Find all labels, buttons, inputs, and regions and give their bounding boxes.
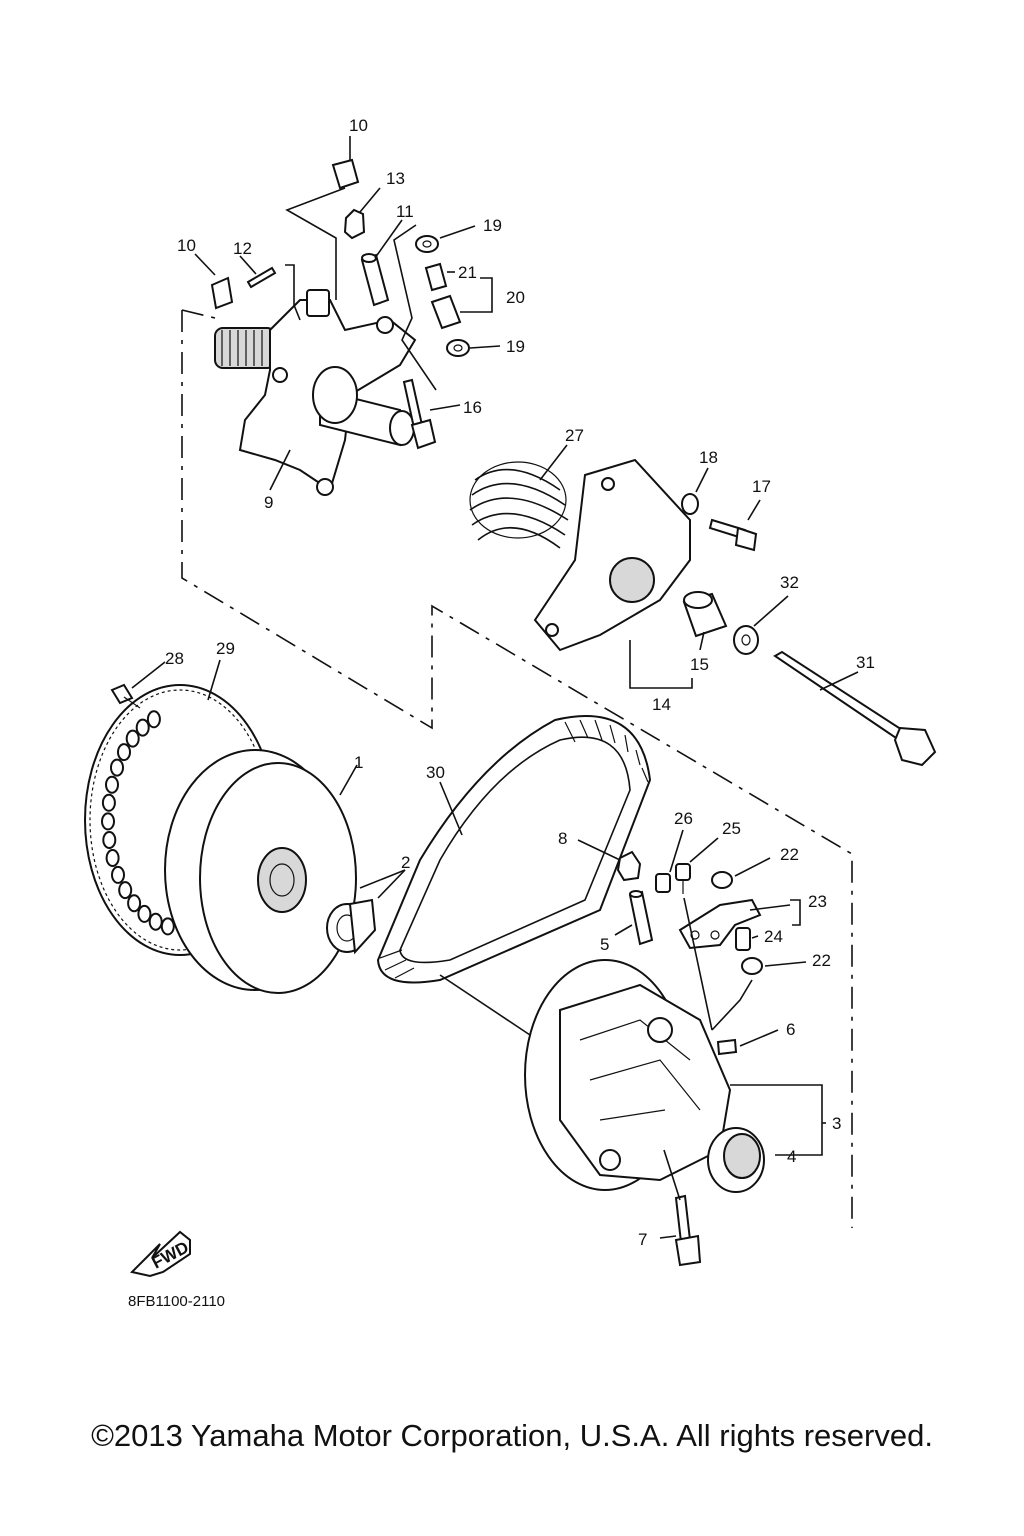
part-9-spider-hub	[214, 289, 417, 496]
callout-17: 17	[752, 477, 771, 496]
fwd-arrow-icon: FWD	[130, 1230, 192, 1278]
callout-4: 4	[787, 1147, 796, 1166]
callout-2: 2	[401, 853, 410, 872]
part-19-washer-bottom	[446, 339, 470, 357]
part-3-moveable-sheave	[524, 959, 732, 1191]
part-1-fixed-sheave	[164, 749, 357, 994]
callout-labels: 10 13 11 19 10 12 21 20 19 16 27 18 17 9…	[165, 116, 875, 1249]
part-22-washer-top	[711, 871, 733, 889]
part-25-screw	[675, 863, 691, 894]
part-27-spring	[469, 461, 569, 549]
callout-8: 8	[558, 829, 567, 848]
callout-27: 27	[565, 426, 584, 445]
ring-gear-hole	[148, 912, 163, 931]
part-13-bolt	[402, 378, 437, 450]
callout-16: 15	[690, 655, 709, 674]
callout-10-left: 10	[177, 236, 196, 255]
callout-6: 6	[786, 1020, 795, 1039]
part-8-nut	[616, 850, 642, 882]
ring-gear-hole	[105, 775, 119, 794]
part-11-pin	[246, 266, 277, 289]
callout-21: 21	[458, 263, 477, 282]
callout-15: 14	[652, 695, 671, 714]
callout-32: 32	[780, 573, 799, 592]
callout-31: 31	[856, 653, 875, 672]
ring-gear-hole	[117, 743, 131, 762]
part-10-weight-top	[331, 158, 360, 190]
callout-19-bottom: 19	[506, 337, 525, 356]
callout-9: 9	[264, 493, 273, 512]
ring-gear-hole	[135, 718, 150, 737]
ring-gear-hole	[160, 917, 175, 936]
callout-26: 26	[674, 809, 693, 828]
part-32-washer	[733, 625, 759, 655]
callout-3: 3	[832, 1114, 841, 1133]
callout-30: 30	[426, 763, 445, 782]
ring-gear-hole	[101, 812, 115, 831]
part-18-washer	[681, 493, 699, 515]
callout-12: 11	[396, 202, 414, 221]
callout-13: 16	[463, 398, 482, 417]
ring-gear-hole	[110, 758, 124, 777]
part-16-bushing	[682, 591, 728, 638]
callout-11: 12	[233, 239, 252, 258]
part-12-sleeve	[360, 253, 390, 307]
part-31-bolt	[773, 650, 937, 767]
callout-22-bottom: 22	[812, 951, 831, 970]
callout-22-top: 22	[780, 845, 799, 864]
part-26-collar	[655, 873, 671, 893]
callout-20: 20	[506, 288, 525, 307]
callout-1: 1	[354, 753, 363, 772]
part-14-nut	[343, 208, 366, 240]
ring-gear-hole	[137, 904, 152, 923]
ring-gear-hole	[101, 793, 116, 812]
ring-gear-hole	[146, 710, 161, 729]
ring-gear-hole	[127, 894, 142, 913]
callout-7: 7	[638, 1230, 647, 1249]
callout-19-top: 19	[483, 216, 502, 235]
leader-lines	[131, 136, 859, 1239]
exploded-parts-diagram: FWD	[84, 116, 937, 1278]
part-24-pin	[735, 927, 751, 951]
part-7-bolt	[674, 1194, 702, 1267]
part-29-bolt	[110, 683, 141, 709]
part-21-bushing	[424, 262, 448, 292]
callout-25: 25	[722, 819, 741, 838]
ring-gear-hole	[125, 729, 140, 748]
part-20-roller	[430, 294, 462, 330]
callout-18: 18	[699, 448, 718, 467]
ring-gear-hole	[111, 865, 125, 884]
callout-10-top: 10	[349, 116, 368, 135]
callout-14: 13	[386, 169, 405, 188]
part-5-pin	[628, 890, 654, 946]
part-30-drive-belt	[376, 715, 652, 984]
ring-gear-hole	[102, 831, 117, 849]
part-19-washer-top	[415, 235, 439, 253]
drawing-code: 8FB1100-2110	[128, 1293, 226, 1310]
part-2-bushing	[326, 898, 377, 955]
assembly-boundary-lines	[181, 309, 853, 1228]
part-10-weight-left	[210, 276, 234, 310]
part-17-bolt	[708, 518, 758, 552]
callout-5: 5	[600, 935, 609, 954]
callout-28: 29	[216, 639, 235, 658]
ring-gear-hole	[118, 881, 133, 900]
part-15-cover	[533, 458, 691, 652]
callout-23: 23	[808, 892, 827, 911]
part-4-bushing	[707, 1127, 765, 1193]
callout-29: 28	[165, 649, 184, 668]
ring-gear-holes	[101, 710, 175, 936]
ring-gear-hole	[105, 849, 120, 867]
part-6-screw	[716, 1038, 738, 1056]
part-22-washer-bottom	[741, 957, 763, 975]
callout-24: 24	[764, 927, 783, 946]
copyright-notice: ©2013 Yamaha Motor Corporation, U.S.A. A…	[91, 1418, 933, 1453]
